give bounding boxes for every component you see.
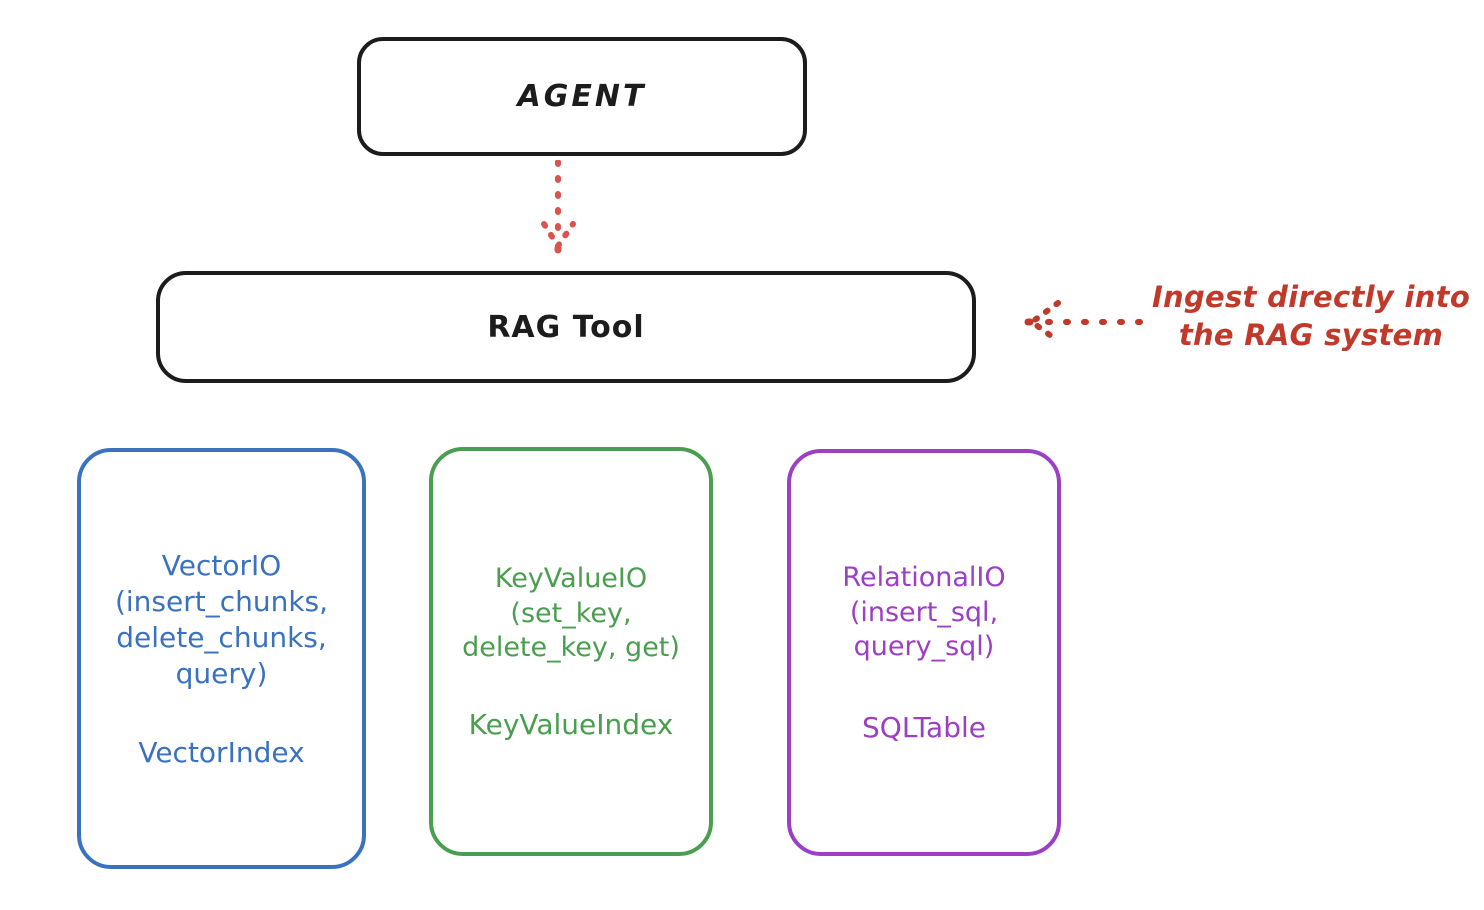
node-rag-tool-label: RAG Tool [487, 309, 645, 345]
node-key-value-io[interactable]: KeyValueIO (set_key, delete_key, get) Ke… [429, 447, 713, 856]
node-key-value-io-api: KeyValueIO (set_key, delete_key, get) [462, 563, 680, 664]
node-agent[interactable]: AGENT [357, 37, 807, 156]
dotted-left-arrow-icon [1016, 300, 1143, 344]
node-relational-io-index: SQLTable [862, 710, 986, 744]
dotted-down-arrow-icon [541, 159, 576, 264]
annotation-ingest-text: Ingest directly into the RAG system [1151, 280, 1471, 353]
node-vector-io-index: VectorIndex [138, 735, 305, 769]
node-vector-io-api: VectorIO (insert_chunks, delete_chunks, … [114, 549, 329, 690]
node-relational-io-api: RelationalIO (insert_sql, query_sql) [842, 562, 1006, 663]
node-key-value-io-index: KeyValueIndex [468, 707, 674, 741]
connector-ingest-arrow [1010, 295, 1145, 350]
node-relational-io[interactable]: RelationalIO (insert_sql, query_sql) SQL… [787, 449, 1061, 856]
connector-agent-to-rag-tool [500, 159, 620, 275]
node-agent-label: AGENT [517, 79, 647, 114]
node-rag-tool[interactable]: RAG Tool [156, 271, 976, 383]
node-vector-io[interactable]: VectorIO (insert_chunks, delete_chunks, … [77, 448, 366, 869]
